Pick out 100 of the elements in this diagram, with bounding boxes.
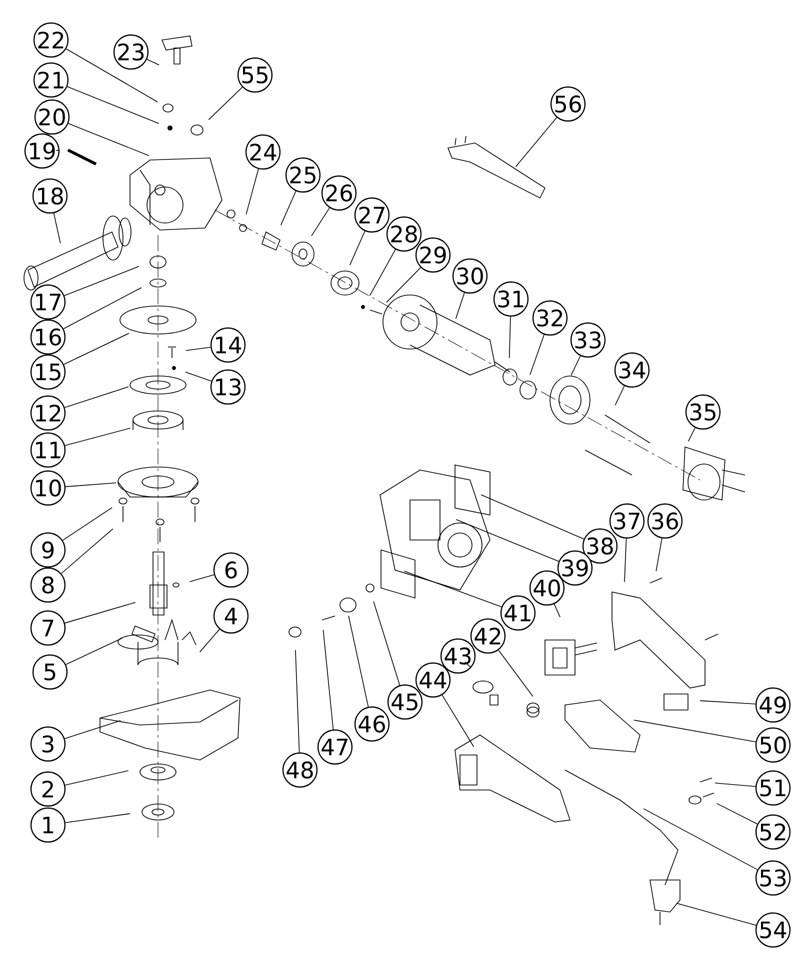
callout-number: 12 [30,395,66,431]
leader-line [64,386,129,408]
leader-line [530,334,545,376]
leader-line [656,538,662,572]
leader-line [498,650,534,697]
leader-line [295,650,300,753]
leader-line [199,628,220,652]
callout-number: 52 [755,814,791,850]
leader-line [62,507,112,541]
leader-line [515,117,558,168]
callout-number: 7 [30,610,66,646]
leader-line [386,267,422,303]
callout-number: 4 [213,598,249,634]
leader-line [189,574,214,582]
callout-number: 5 [32,654,68,690]
leader-line [348,615,369,708]
leader-line [66,638,123,665]
callout-number: 50 [755,727,791,763]
callout-number: 26 [321,175,357,211]
leader-line [64,266,140,296]
leader-line [714,782,756,787]
leader-line [64,720,121,740]
leader-line [68,123,150,156]
callout-number: 10 [30,470,66,506]
callout-number: 46 [354,706,390,742]
leader-line [64,602,136,624]
leader-line [369,249,396,296]
callout-number: 53 [755,860,791,896]
leader-line [53,212,61,244]
leader-line [373,601,400,686]
callout-number: 14 [210,327,246,363]
leader-line [349,230,366,266]
leader-line [404,570,502,608]
leader-line [633,720,756,742]
callout-number: 23 [113,34,149,70]
leader-line [64,770,129,786]
leader-line [480,494,584,540]
leader-line [208,86,243,120]
callout-number: 45 [387,684,423,720]
leader-line [66,48,158,102]
leader-line [508,316,511,358]
callout-number: 17 [30,284,66,320]
leader-line [311,207,330,236]
callout-number: 3 [30,726,66,762]
callout-number: 49 [755,687,791,723]
leader-line [322,630,334,730]
callout-number: 27 [354,197,390,233]
leader-line [184,372,212,382]
callout-number: 47 [317,729,353,765]
callout-number: 30 [452,258,488,294]
leader-line [570,355,581,376]
leader-line [56,150,60,151]
callout-number: 15 [30,354,66,390]
leader-line [64,428,131,446]
leader-line [455,292,465,320]
leader-line [676,902,756,926]
leader-line [246,168,259,215]
callout-number: 2 [30,771,66,807]
callout-number: 41 [500,595,536,631]
callout-number: 24 [245,134,281,170]
callout-number: 9 [30,532,66,568]
leader-line [700,700,756,704]
leader-line [716,803,758,824]
callout-number: 32 [532,300,568,336]
leader-line [624,538,627,582]
callout-number: 35 [685,394,721,430]
callout-number: 44 [415,662,451,698]
callout-number: 22 [33,22,69,58]
leader-line [63,287,142,330]
callout-number: 33 [570,322,606,358]
callout-number: 13 [210,369,246,405]
callout-number: 18 [32,178,68,214]
leader-line [65,482,116,488]
leader-line [280,190,296,226]
leader-line [688,427,696,442]
leader-line [643,808,758,870]
callout-number: 31 [493,281,529,317]
callout-number: 25 [285,157,321,193]
callout-number: 1 [30,807,66,843]
leader-line [60,528,114,574]
callout-number: 20 [34,99,70,135]
callout-number: 54 [755,912,791,948]
callout-number: 42 [470,618,506,654]
callout-number: 48 [282,752,318,788]
callout-number: 19 [24,133,60,169]
leader-line [65,813,131,823]
callout-number: 34 [614,352,650,388]
callout-number: 56 [550,86,586,122]
leader-line [186,346,211,351]
leader-line [456,519,560,562]
callout-number: 8 [30,567,66,603]
callout-number: 55 [237,57,273,93]
callout-number: 6 [213,552,249,588]
callout-number: 16 [30,319,66,355]
leader-line [554,604,560,618]
leader-line [66,86,160,124]
callout-number: 37 [609,503,645,539]
callout-number: 51 [755,770,791,806]
leader-line [614,386,625,406]
callout-number: 21 [33,62,69,98]
